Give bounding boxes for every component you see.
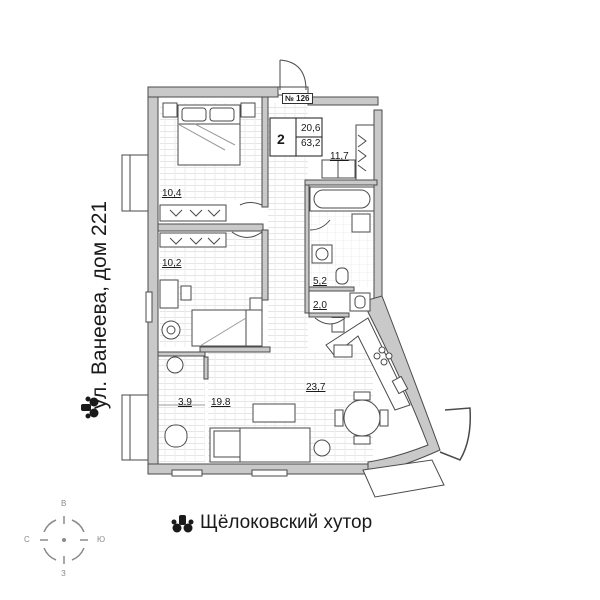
wall-bedroom-bottom: [199, 346, 271, 353]
street-logo: [81, 396, 99, 419]
wall-bedroom-hall-2: [261, 229, 269, 301]
room-area-hallway: 11,7: [330, 151, 349, 162]
toilet: [335, 267, 349, 285]
armchair: [164, 424, 188, 448]
complex-name-caption: Щёлоковский хутор: [200, 512, 373, 533]
outer-wall-top-left: [147, 86, 279, 98]
bathroom-fixtures: [309, 186, 375, 285]
room-area-bedroom-bottom: 10,2: [162, 258, 182, 269]
wall-bedroom-hall: [261, 96, 269, 208]
total-area-value: 63,2: [301, 138, 321, 149]
plant-balcony: [166, 356, 184, 374]
bath-cabinet: [351, 213, 371, 233]
compass-north-label: В: [61, 499, 67, 508]
window-living: [121, 394, 149, 461]
outer-wall-top-right: [307, 96, 379, 106]
living-area-value: 20,6: [301, 123, 321, 134]
curved-window-frame: [439, 407, 472, 461]
room-area-bedroom-top: 10,4: [162, 188, 182, 199]
complex-logo: [171, 515, 194, 533]
window-bottom-mid: [251, 469, 288, 477]
compass-rose: [40, 516, 88, 564]
room-area-kitchen-living: 23,7: [306, 382, 326, 393]
bed-top: [162, 102, 256, 166]
room-area-wc: 2,0: [313, 300, 327, 311]
bathroom-door-swing: [309, 219, 331, 231]
room-area-bathroom: 5,2: [313, 276, 327, 287]
wall-balcony-right: [203, 356, 209, 380]
desk: [159, 279, 192, 309]
room-area-balcony: 3.9: [178, 397, 192, 408]
compass-east-label: Ю: [97, 535, 106, 544]
apartment-number-badge: № 126: [282, 93, 313, 104]
dining-table: [334, 391, 389, 445]
wardrobe-top: [159, 202, 263, 222]
tv-stand: [252, 403, 296, 423]
bed-bottom: [191, 297, 263, 347]
window-bedroom-top: [121, 154, 149, 212]
street-address-text: ул. Ванеева, дом 221: [88, 200, 111, 410]
wardrobe-bottom: [159, 231, 263, 248]
front-balcony: [362, 459, 445, 498]
plant-living: [313, 439, 331, 457]
window-bedroom-bottom: [145, 291, 153, 323]
area-box: [269, 117, 323, 157]
compass-west-label: С: [24, 535, 30, 544]
window-bottom-left: [171, 469, 203, 477]
living-furniture: [158, 356, 331, 463]
hallway-wardrobe: [321, 124, 375, 181]
wall-bath-divider: [308, 286, 355, 292]
wall-bath-top: [304, 179, 378, 186]
wall-wc-bottom: [308, 312, 350, 318]
wall-balcony-divider: [157, 351, 206, 357]
outer-wall-right-upper: [373, 109, 383, 301]
kitchen-counter: [325, 317, 411, 411]
entrance-door: [277, 59, 309, 96]
wall-bedroom-divider: [157, 223, 264, 232]
wall-bath-left: [304, 182, 310, 314]
left-windows: [121, 154, 288, 477]
wc-fixtures: [314, 292, 371, 333]
outer-wall-left: [147, 86, 159, 473]
room-area-living-zone: 19.8: [211, 397, 231, 408]
plant-bedroom: [161, 320, 181, 340]
compass-south-label: З: [61, 569, 66, 578]
rooms-count: 2: [277, 131, 285, 147]
